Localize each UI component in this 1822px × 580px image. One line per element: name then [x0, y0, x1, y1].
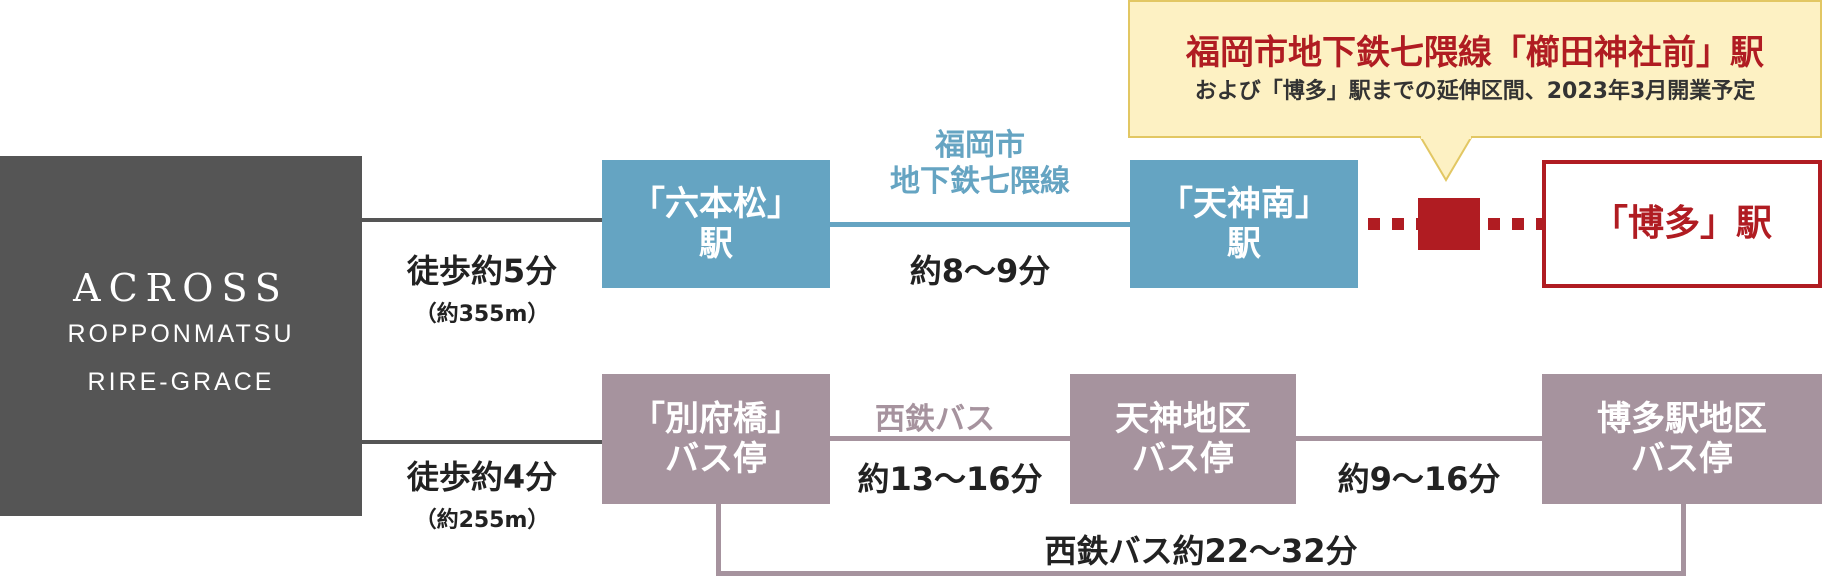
bus-stop-tenjin-suffix: バス停 — [1132, 439, 1234, 479]
station-hakata: 「博多」駅 — [1542, 160, 1822, 288]
station-tenjinminami: 「天神南」 駅 — [1130, 160, 1358, 288]
bus-stop-beppubashi-suffix: バス停 — [665, 439, 767, 479]
bus-ride-time-1: 約13〜16分 — [857, 460, 1043, 498]
bus-stop-tenjin-name: 天神地区 — [1115, 398, 1251, 439]
direct-bus-bracket-left — [716, 504, 721, 574]
bus-stop-beppubashi: 「別府橋」 バス停 — [602, 374, 830, 504]
callout-title: 福岡市地下鉄七隈線「櫛田神社前」駅 — [1186, 32, 1764, 73]
bus-segment-2 — [1296, 436, 1542, 441]
subway-walk-time: 徒歩約5分 — [406, 252, 558, 290]
bus-ride-time-2: 約9〜16分 — [1337, 460, 1501, 498]
subway-line-name: 福岡市 地下鉄七隈線 — [830, 128, 1130, 200]
new-station-marker — [1418, 198, 1480, 250]
subway-walk-distance: （約355m） — [414, 302, 550, 327]
extension-dot — [1512, 218, 1524, 230]
bus-stop-hakata-name: 博多駅地区 — [1597, 398, 1767, 439]
extension-callout: 福岡市地下鉄七隈線「櫛田神社前」駅 および「博多」駅までの延伸区間、2023年3… — [1128, 0, 1822, 138]
bus-stop-tenjin: 天神地区 バス停 — [1070, 374, 1296, 504]
callout-pointer — [1418, 136, 1474, 182]
subway-ride-time: 約8〜9分 — [909, 252, 1051, 290]
station-hakata-name: 「博多」駅 — [1591, 202, 1772, 244]
direct-bus-time: 西鉄バス約22〜32分 — [1044, 532, 1358, 570]
origin-line2: ROPPONMATSU — [67, 320, 295, 349]
bus-walk-distance: （約255m） — [414, 508, 550, 533]
subway-line — [830, 222, 1130, 227]
station-ropponmatsu-suffix: 駅 — [699, 224, 733, 264]
bus-stop-hakata: 博多駅地区 バス停 — [1542, 374, 1822, 504]
extension-dot — [1488, 218, 1500, 230]
direct-bus-bracket-right — [1681, 504, 1686, 574]
origin-box: ACROSS ROPPONMATSU RIRE-GRACE — [0, 156, 362, 516]
callout-subtitle: および「博多」駅までの延伸区間、2023年3月開業予定 — [1194, 78, 1756, 104]
bus-walk-time: 徒歩約4分 — [406, 458, 558, 496]
bus-stop-hakata-suffix: バス停 — [1631, 439, 1733, 479]
subway-line-name-1: 福岡市 — [935, 128, 1025, 163]
station-tenjinminami-name: 「天神南」 — [1159, 183, 1329, 224]
bus-operator: 西鉄バス — [875, 402, 995, 437]
extension-dot — [1392, 218, 1404, 230]
station-ropponmatsu-name: 「六本松」 — [631, 183, 801, 224]
origin-brand: ACROSS — [73, 265, 289, 310]
bus-walk-connector — [362, 440, 602, 444]
subway-line-name-2: 地下鉄七隈線 — [890, 164, 1070, 199]
subway-walk-connector — [362, 218, 602, 222]
bus-stop-beppubashi-name: 「別府橋」 — [631, 398, 801, 439]
origin-line3: RIRE-GRACE — [87, 367, 275, 396]
extension-dot — [1368, 218, 1380, 230]
direct-bus-bracket-bottom — [716, 571, 1686, 576]
bus-segment-1 — [830, 436, 1070, 441]
station-tenjinminami-suffix: 駅 — [1227, 224, 1261, 264]
station-ropponmatsu: 「六本松」 駅 — [602, 160, 830, 288]
